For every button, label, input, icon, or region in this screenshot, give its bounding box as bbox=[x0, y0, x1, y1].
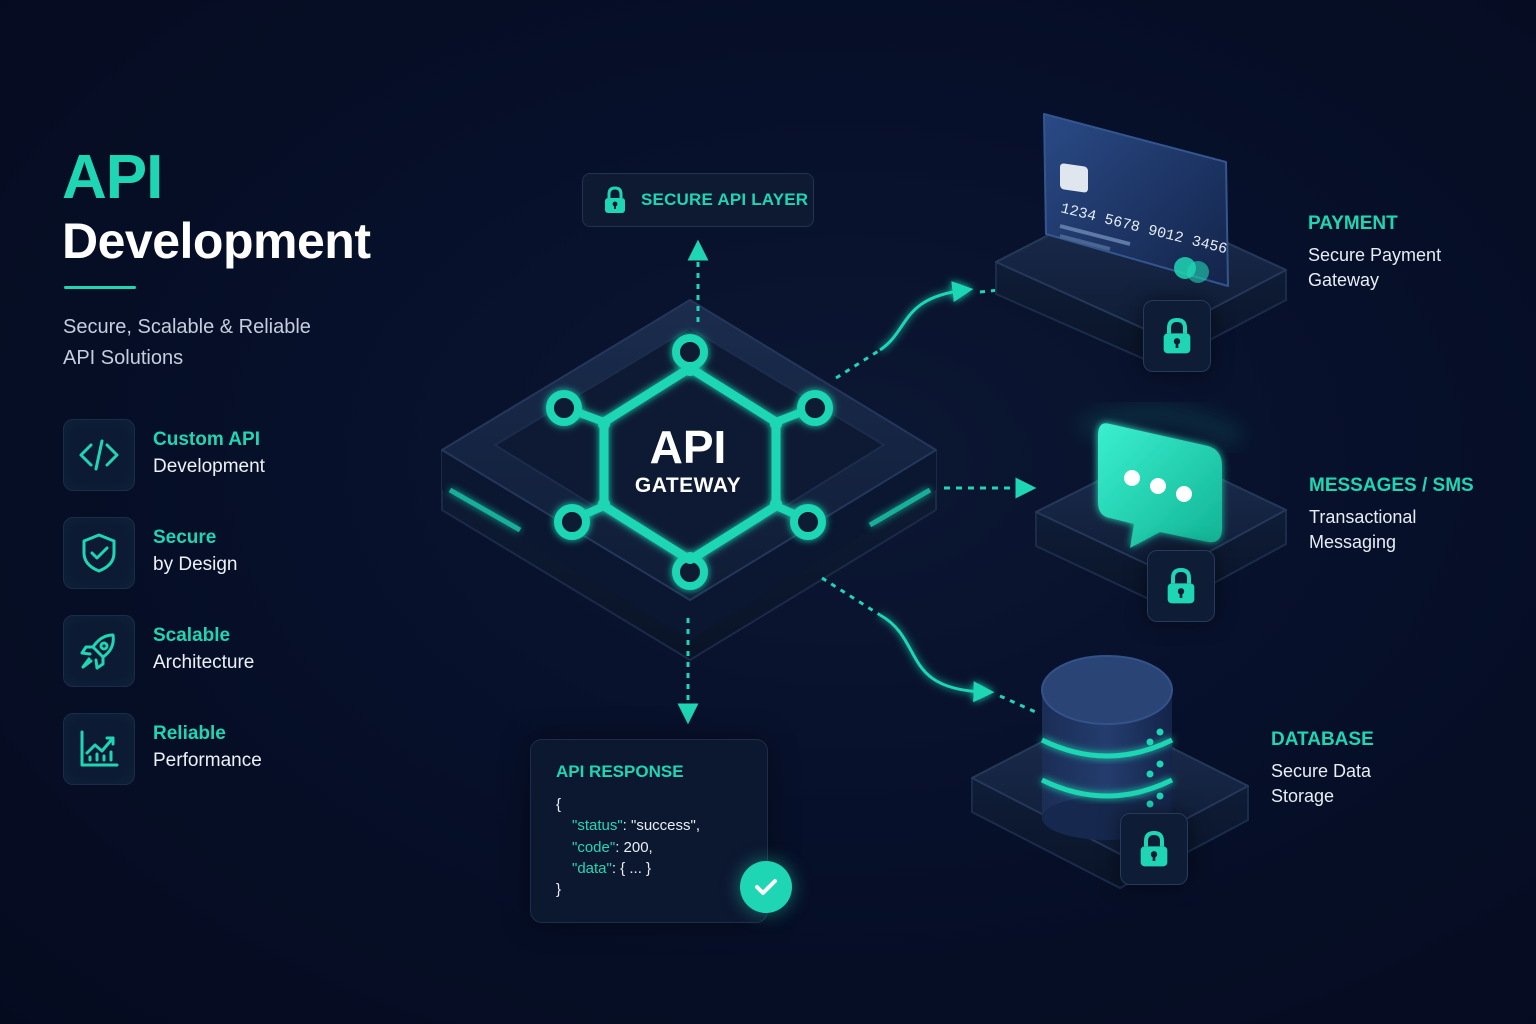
secure-api-layer-label: SECURE API LAYER bbox=[641, 190, 809, 209]
messages-lock bbox=[1147, 550, 1215, 622]
service-title: MESSAGES / SMS bbox=[1309, 475, 1474, 496]
feature-title: Reliable bbox=[153, 723, 226, 744]
title-development: Development bbox=[62, 213, 371, 269]
title-underline bbox=[64, 286, 136, 289]
feature-title: Custom API bbox=[153, 429, 260, 450]
service-desc-line-2: Gateway bbox=[1308, 270, 1380, 290]
response-line-2: "status": "success", bbox=[572, 817, 701, 834]
feature-subtitle: Architecture bbox=[153, 652, 255, 673]
lock-icon bbox=[1167, 567, 1195, 604]
chat-bubble-icon bbox=[1098, 423, 1222, 548]
response-line-3: "code": 200, bbox=[572, 839, 653, 856]
feature-title: Scalable bbox=[153, 625, 231, 646]
hexagon-network-icon bbox=[546, 334, 833, 590]
feature-title: Secure bbox=[153, 527, 217, 548]
service-desc-line-2: Storage bbox=[1271, 786, 1335, 806]
code-icon bbox=[63, 419, 135, 491]
subtitle-line-2: API Solutions bbox=[63, 347, 184, 369]
response-line-5: } bbox=[556, 881, 562, 898]
service-database: DATABASE Secure Data Storage bbox=[1271, 729, 1374, 809]
secure-api-layer-tag: SECURE API LAYER bbox=[582, 173, 814, 227]
title-api: API bbox=[62, 143, 163, 212]
feature-secure: Secure by Design bbox=[63, 517, 363, 589]
subtitle-line-1: Secure, Scalable & Reliable bbox=[63, 316, 311, 338]
shield-check-icon bbox=[63, 517, 135, 589]
response-line-1: { bbox=[556, 796, 562, 813]
api-response-title: API RESPONSE bbox=[556, 762, 684, 781]
rocket-icon bbox=[63, 615, 135, 687]
credit-card-icon bbox=[1043, 113, 1229, 287]
lock-icon bbox=[605, 186, 625, 213]
service-desc-line-1: Transactional bbox=[1309, 507, 1417, 527]
gateway-title: API bbox=[649, 421, 727, 473]
service-desc-line-1: Secure Payment bbox=[1308, 245, 1442, 265]
database-lock bbox=[1120, 813, 1188, 885]
subtitle: Secure, Scalable & Reliable API Solution… bbox=[63, 312, 363, 374]
response-line-4: "data": { ... } bbox=[572, 860, 652, 877]
feature-subtitle: by Design bbox=[153, 554, 238, 575]
database-icon bbox=[1040, 655, 1174, 840]
feature-subtitle: Development bbox=[153, 456, 265, 477]
connector-to-database bbox=[821, 576, 1041, 716]
api-response-panel bbox=[530, 739, 768, 923]
feature-scalable: Scalable Architecture bbox=[63, 615, 363, 687]
service-payment: PAYMENT Secure Payment Gateway bbox=[1308, 213, 1441, 293]
lock-icon bbox=[1140, 830, 1168, 867]
connector-to-payment bbox=[835, 281, 1001, 380]
chart-growth-icon bbox=[63, 713, 135, 785]
feature-reliable: Reliable Performance bbox=[63, 713, 363, 785]
service-desc-line-1: Secure Data bbox=[1271, 761, 1372, 781]
service-desc-line-2: Messaging bbox=[1309, 532, 1397, 552]
lock-icon bbox=[1163, 317, 1191, 354]
feature-subtitle: Performance bbox=[153, 750, 262, 771]
service-title: PAYMENT bbox=[1308, 213, 1398, 234]
service-messages: MESSAGES / SMS Transactional Messaging bbox=[1309, 475, 1474, 555]
payment-lock bbox=[1143, 300, 1211, 372]
gateway-subtitle: GATEWAY bbox=[634, 474, 742, 497]
feature-custom-api: Custom API Development bbox=[63, 419, 363, 491]
service-title: DATABASE bbox=[1271, 729, 1374, 750]
check-circle-icon bbox=[740, 861, 792, 913]
